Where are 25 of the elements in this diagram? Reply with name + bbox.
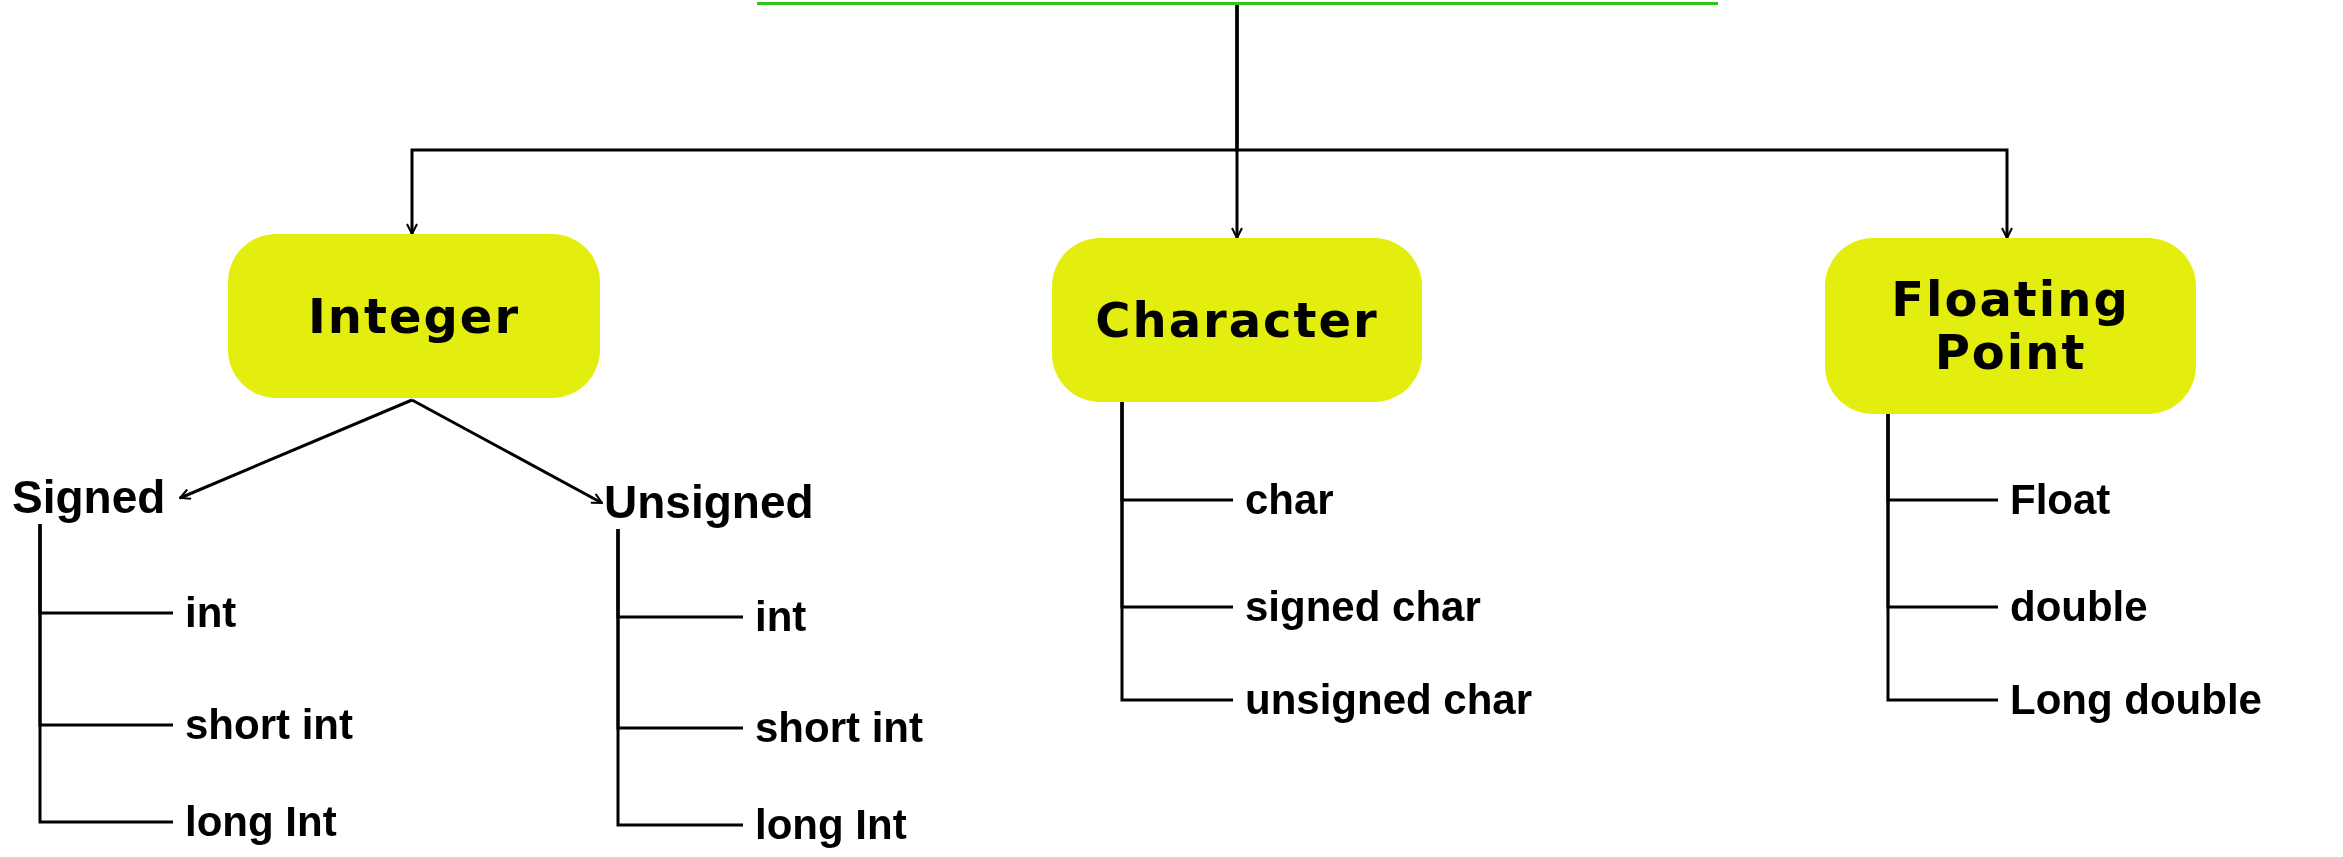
type-label: short int	[755, 705, 923, 752]
subcategory-label: Signed	[12, 472, 166, 523]
type-label: long Int	[755, 802, 907, 849]
type-label: char	[1245, 477, 1334, 524]
branch-line	[38, 524, 173, 824]
type-label: Long double	[2010, 677, 2262, 724]
title-box-edge	[757, 0, 1718, 5]
type-label: unsigned char	[1245, 677, 1533, 724]
category-box: Integer	[228, 234, 600, 398]
type-label: Float	[2010, 477, 2111, 524]
type-label: int	[185, 590, 237, 637]
category-box: Character	[1052, 238, 1422, 402]
arrow	[179, 398, 413, 500]
type-label: short int	[185, 702, 353, 749]
branch-line	[616, 529, 743, 827]
branch-line	[1120, 402, 1233, 702]
type-label: double	[2010, 584, 2148, 631]
subcategory-label: Unsigned	[604, 477, 814, 528]
type-label: signed char	[1245, 584, 1481, 631]
category-box: Floating Point	[1825, 238, 2196, 414]
arrow	[1235, 5, 2013, 239]
arrow	[411, 398, 603, 505]
branch-line	[1886, 414, 1998, 702]
type-label: long Int	[185, 799, 337, 846]
type-label: int	[755, 594, 807, 641]
